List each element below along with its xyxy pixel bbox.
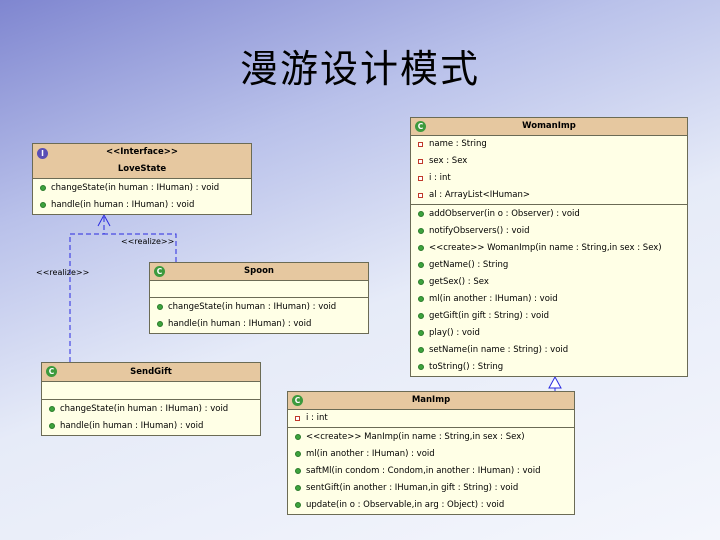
class-lovestate[interactable]: I <<Interface>> LoveState changeState(in… [32, 143, 252, 215]
class-icon: C [292, 395, 303, 406]
realize-line-spoon [103, 216, 177, 262]
operation-row: addObserver(in o : Observer) : void [411, 206, 687, 223]
operations-section: <<create>> ManImp(in name : String,in se… [288, 428, 574, 514]
operation-row: toString() : String [411, 359, 687, 376]
operation-row: play() : void [411, 325, 687, 342]
attributes-section: name : String sex : Sex i : int al : Arr… [411, 136, 687, 205]
private-field-icon [418, 176, 423, 181]
class-name: LoveState [117, 164, 167, 174]
operation-row: getSex() : Sex [411, 274, 687, 291]
operation-row: changeState(in human : IHuman) : void [150, 299, 368, 316]
operation-row: changeState(in human : IHuman) : void [42, 401, 260, 418]
private-field-icon [418, 159, 423, 164]
class-header: I <<Interface>> LoveState [33, 144, 251, 179]
attribute-row: al : ArrayList<IHuman> [411, 187, 687, 204]
operation-row: changeState(in human : IHuman) : void [33, 180, 251, 197]
operation-row: sentGift(in another : IHuman,in gift : S… [288, 480, 574, 497]
class-name: Spoon [244, 266, 274, 276]
operation-row: ml(in another : IHuman) : void [288, 446, 574, 463]
public-method-icon [157, 321, 163, 327]
public-method-icon [418, 313, 424, 319]
class-icon: C [415, 121, 426, 132]
operation-row: handle(in human : IHuman) : void [150, 316, 368, 333]
operation-row: ml(in another : IHuman) : void [411, 291, 687, 308]
operation-row: <<create>> ManImp(in name : String,in se… [288, 429, 574, 446]
attribute-row: name : String [411, 136, 687, 153]
attribute-row: i : int [288, 410, 574, 427]
public-method-icon [418, 330, 424, 336]
generalization-arrowhead [548, 375, 562, 389]
realize-arrowhead [97, 213, 111, 227]
attribute-row: sex : Sex [411, 153, 687, 170]
public-method-icon [295, 434, 301, 440]
operation-row: getName() : String [411, 257, 687, 274]
class-name: WomanImp [522, 121, 576, 131]
public-method-icon [418, 211, 424, 217]
operations-section: changeState(in human : IHuman) : void ha… [150, 298, 368, 333]
class-header: C Spoon [150, 263, 368, 281]
attributes-section [150, 281, 368, 298]
operation-row: setName(in name : String) : void [411, 342, 687, 359]
public-method-icon [418, 262, 424, 268]
attribute-row: i : int [411, 170, 687, 187]
public-method-icon [295, 502, 301, 508]
operation-row: handle(in human : IHuman) : void [33, 197, 251, 214]
class-header: C WomanImp [411, 118, 687, 136]
operations-section: addObserver(in o : Observer) : void noti… [411, 205, 687, 376]
public-method-icon [418, 364, 424, 370]
class-header: C ManImp [288, 392, 574, 410]
class-icon: C [154, 266, 165, 277]
public-method-icon [157, 304, 163, 310]
public-method-icon [49, 423, 55, 429]
realize-label-spoon: <<realize>> [121, 237, 175, 246]
operation-row: <<create>> WomanImp(in name : String,in … [411, 240, 687, 257]
class-manimp[interactable]: C ManImp i : int <<create>> ManImp(in na… [287, 391, 575, 515]
interface-icon: I [37, 148, 48, 159]
operations-section: changeState(in human : IHuman) : void ha… [33, 179, 251, 214]
class-name: SendGift [130, 367, 172, 377]
operation-row: notifyObservers() : void [411, 223, 687, 240]
public-method-icon [295, 485, 301, 491]
class-icon: C [46, 366, 57, 377]
public-method-icon [295, 468, 301, 474]
public-method-icon [295, 451, 301, 457]
public-method-icon [40, 202, 46, 208]
public-method-icon [418, 245, 424, 251]
operation-row: handle(in human : IHuman) : void [42, 418, 260, 435]
realize-line-sendgift [69, 233, 104, 362]
private-field-icon [418, 142, 423, 147]
operations-section: changeState(in human : IHuman) : void ha… [42, 400, 260, 435]
operation-row: saftMl(in condom : Condom,in another : I… [288, 463, 574, 480]
operation-row: update(in o : Observable,in arg : Object… [288, 497, 574, 514]
public-method-icon [418, 296, 424, 302]
public-method-icon [40, 185, 46, 191]
class-spoon[interactable]: C Spoon changeState(in human : IHuman) :… [149, 262, 369, 334]
operation-row: getGift(in gift : String) : void [411, 308, 687, 325]
attributes-section: i : int [288, 410, 574, 428]
private-field-icon [295, 416, 300, 421]
class-womanimp[interactable]: C WomanImp name : String sex : Sex i : i… [410, 117, 688, 377]
class-header: C SendGift [42, 363, 260, 382]
public-method-icon [418, 228, 424, 234]
attributes-section [42, 382, 260, 400]
class-sendgift[interactable]: C SendGift changeState(in human : IHuman… [41, 362, 261, 436]
class-name: ManImp [411, 395, 451, 405]
public-method-icon [418, 347, 424, 353]
slide-title: 漫游设计模式 [239, 47, 480, 91]
public-method-icon [418, 279, 424, 285]
class-stereotype: <<Interface>> [106, 147, 178, 157]
realize-label-sendgift: <<realize>> [36, 268, 90, 277]
public-method-icon [49, 406, 55, 412]
private-field-icon [418, 193, 423, 198]
